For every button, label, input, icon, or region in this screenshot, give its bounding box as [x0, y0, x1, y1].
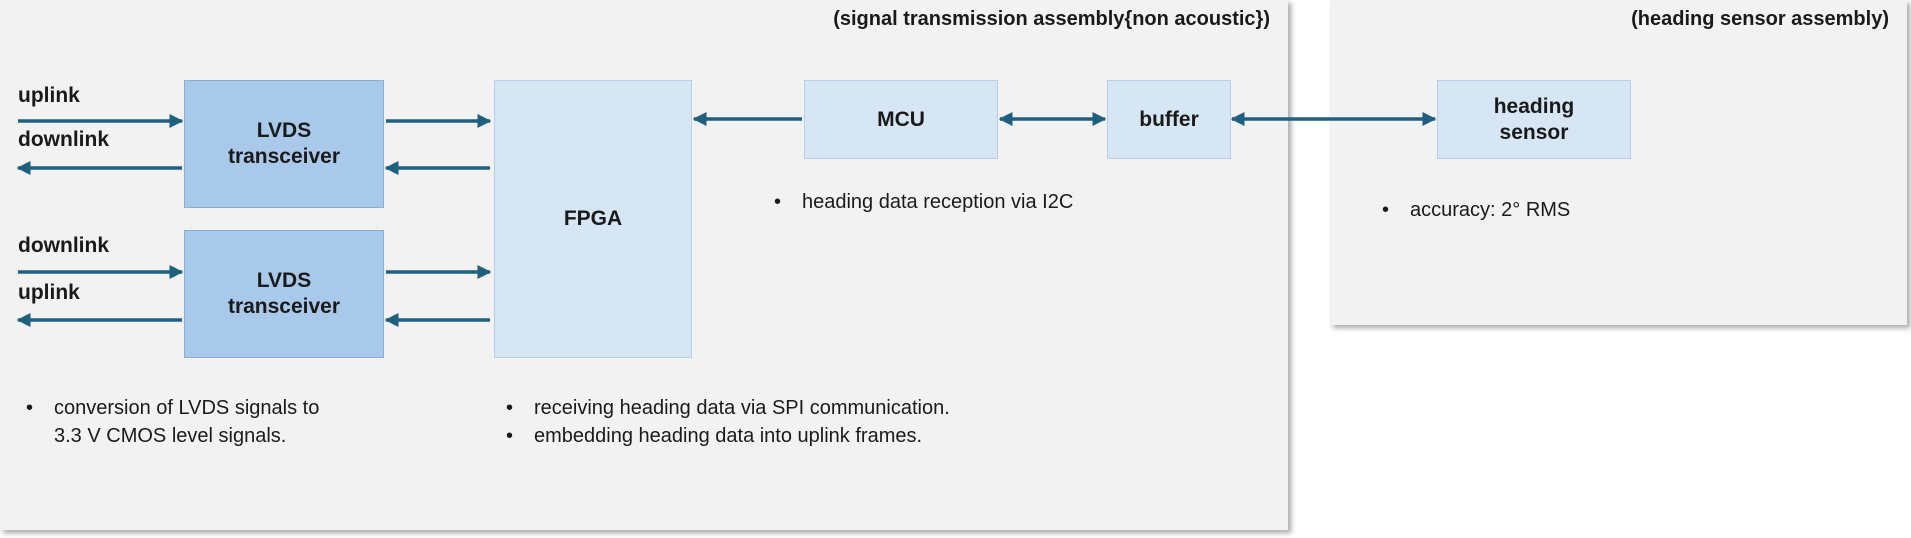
lvds-note-text: conversion of LVDS signals to3.3 V CMOS … — [26, 394, 319, 450]
signal-downlink-top: downlink — [18, 128, 109, 151]
fpga-notes: receiving heading data via SPI communica… — [0, 394, 950, 450]
lvds-transceiver-bottom: LVDS transceiver — [184, 230, 384, 358]
fpga-note-embed: embedding heading data into uplink frame… — [506, 422, 950, 450]
sensor-note-accuracy: accuracy: 2° RMS — [1382, 196, 1570, 224]
heading-sensor-title: (heading sensor assembly) — [1631, 8, 1889, 30]
heading-sensor-block: heading sensor — [1437, 80, 1631, 159]
signal-downlink-bottom: downlink — [18, 234, 109, 257]
signal-uplink-top: uplink — [18, 84, 80, 107]
mcu-note-i2c: heading data reception via I2C — [774, 188, 1073, 216]
mcu-block: MCU — [804, 80, 998, 159]
mcu-note: heading data reception via I2C — [0, 188, 1073, 216]
lvds-note: conversion of LVDS signals to3.3 V CMOS … — [0, 394, 319, 450]
buffer-block: buffer — [1107, 80, 1231, 159]
heading-sensor-panel: (heading sensor assembly) — [1330, 0, 1907, 325]
signal-transmission-title: (signal transmission assembly{non acoust… — [833, 8, 1270, 30]
sensor-note: accuracy: 2° RMS — [0, 196, 1570, 224]
signal-uplink-bottom: uplink — [18, 281, 80, 304]
fpga-note-spi: receiving heading data via SPI communica… — [506, 394, 950, 422]
lvds-transceiver-top: LVDS transceiver — [184, 80, 384, 208]
fpga-block: FPGA — [494, 80, 692, 358]
